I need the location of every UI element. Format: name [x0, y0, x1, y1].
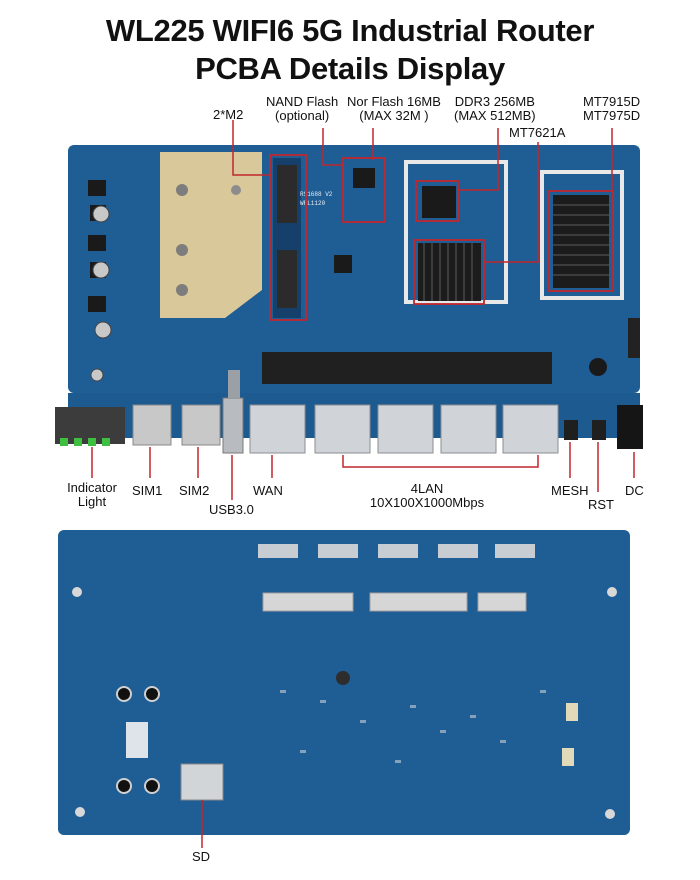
sim1-slot [132, 404, 172, 446]
label-lan-line1: 4LAN [410, 481, 444, 496]
top-leader-lines [232, 120, 613, 263]
label-nand-line1: NAND Flash [266, 94, 339, 109]
label-ddr-line1: DDR3 256MB [454, 94, 535, 109]
lan-port-4 [502, 404, 559, 454]
highlight-boxes [269, 154, 614, 321]
nor-flash-chip [353, 168, 375, 188]
label-wifi-line2: MT7975D [583, 108, 641, 123]
label-rst: RST [588, 497, 614, 512]
label-ddr-line2: (MAX 512MB) [454, 108, 536, 123]
gold-plate [160, 152, 262, 318]
sd-slot [180, 763, 224, 801]
label-nor-line2: (MAX 32M ) [359, 108, 429, 123]
label-mt7915d-mt7975d: MT7915D MT7975D [583, 95, 640, 123]
label-mesh: MESH [551, 483, 589, 498]
label-wan: WAN [253, 483, 283, 498]
label-nand-line2: (optional) [275, 108, 330, 123]
label-nor-flash: Nor Flash 16MB (MAX 32M ) [347, 95, 441, 123]
indicator-light-block [55, 407, 125, 446]
wifi-heatsink [553, 195, 609, 288]
label-mt7621a: MT7621A [509, 125, 566, 140]
dc-jack [617, 405, 643, 449]
top-board: RS1688 V2 WRL1120 [55, 120, 643, 500]
soc-heatsink [418, 243, 481, 301]
label-nand-flash: NAND Flash (optional) [266, 95, 338, 123]
label-usb3: USB3.0 [209, 502, 254, 517]
title-line-1: WL225 WIFI6 5G Industrial Router [105, 13, 595, 48]
label-2-m2: 2*M2 [213, 107, 244, 122]
lan-port-1 [314, 404, 371, 454]
label-wifi-line1: MT7915D [583, 94, 641, 109]
label-indicator-line2: Light [77, 494, 107, 509]
lan-port-3 [440, 404, 497, 454]
label-ddr3: DDR3 256MB (MAX 512MB) [454, 95, 536, 123]
label-dc: DC [625, 483, 644, 498]
board-chip-text-2: WRL1120 [300, 200, 326, 207]
label-indicator-light: Indicator Light [58, 481, 126, 509]
title-line-2: PCBA Details Display [195, 51, 505, 86]
usb3-port [222, 397, 244, 454]
rst-button [592, 420, 606, 440]
label-sd: SD [192, 849, 211, 864]
sim2-slot [181, 404, 221, 446]
lan-transformers [262, 352, 552, 384]
wan-port [249, 404, 306, 454]
label-4lan: 4LAN 10X100X1000Mbps [352, 482, 502, 510]
board-chip-text-1: RS1688 V2 [300, 191, 333, 198]
label-sim1: SIM1 [132, 483, 163, 498]
label-indicator-line1: Indicator [67, 480, 117, 495]
lan-port-2 [377, 404, 434, 454]
bottom-leader-lines [91, 442, 635, 500]
label-sim2: SIM2 [179, 483, 210, 498]
mesh-button [564, 420, 578, 440]
label-nor-line1: Nor Flash 16MB [347, 94, 441, 109]
label-lan-line2: 10X100X1000Mbps [369, 495, 485, 510]
ddr3-chip [422, 186, 456, 218]
bottom-board [58, 530, 630, 848]
